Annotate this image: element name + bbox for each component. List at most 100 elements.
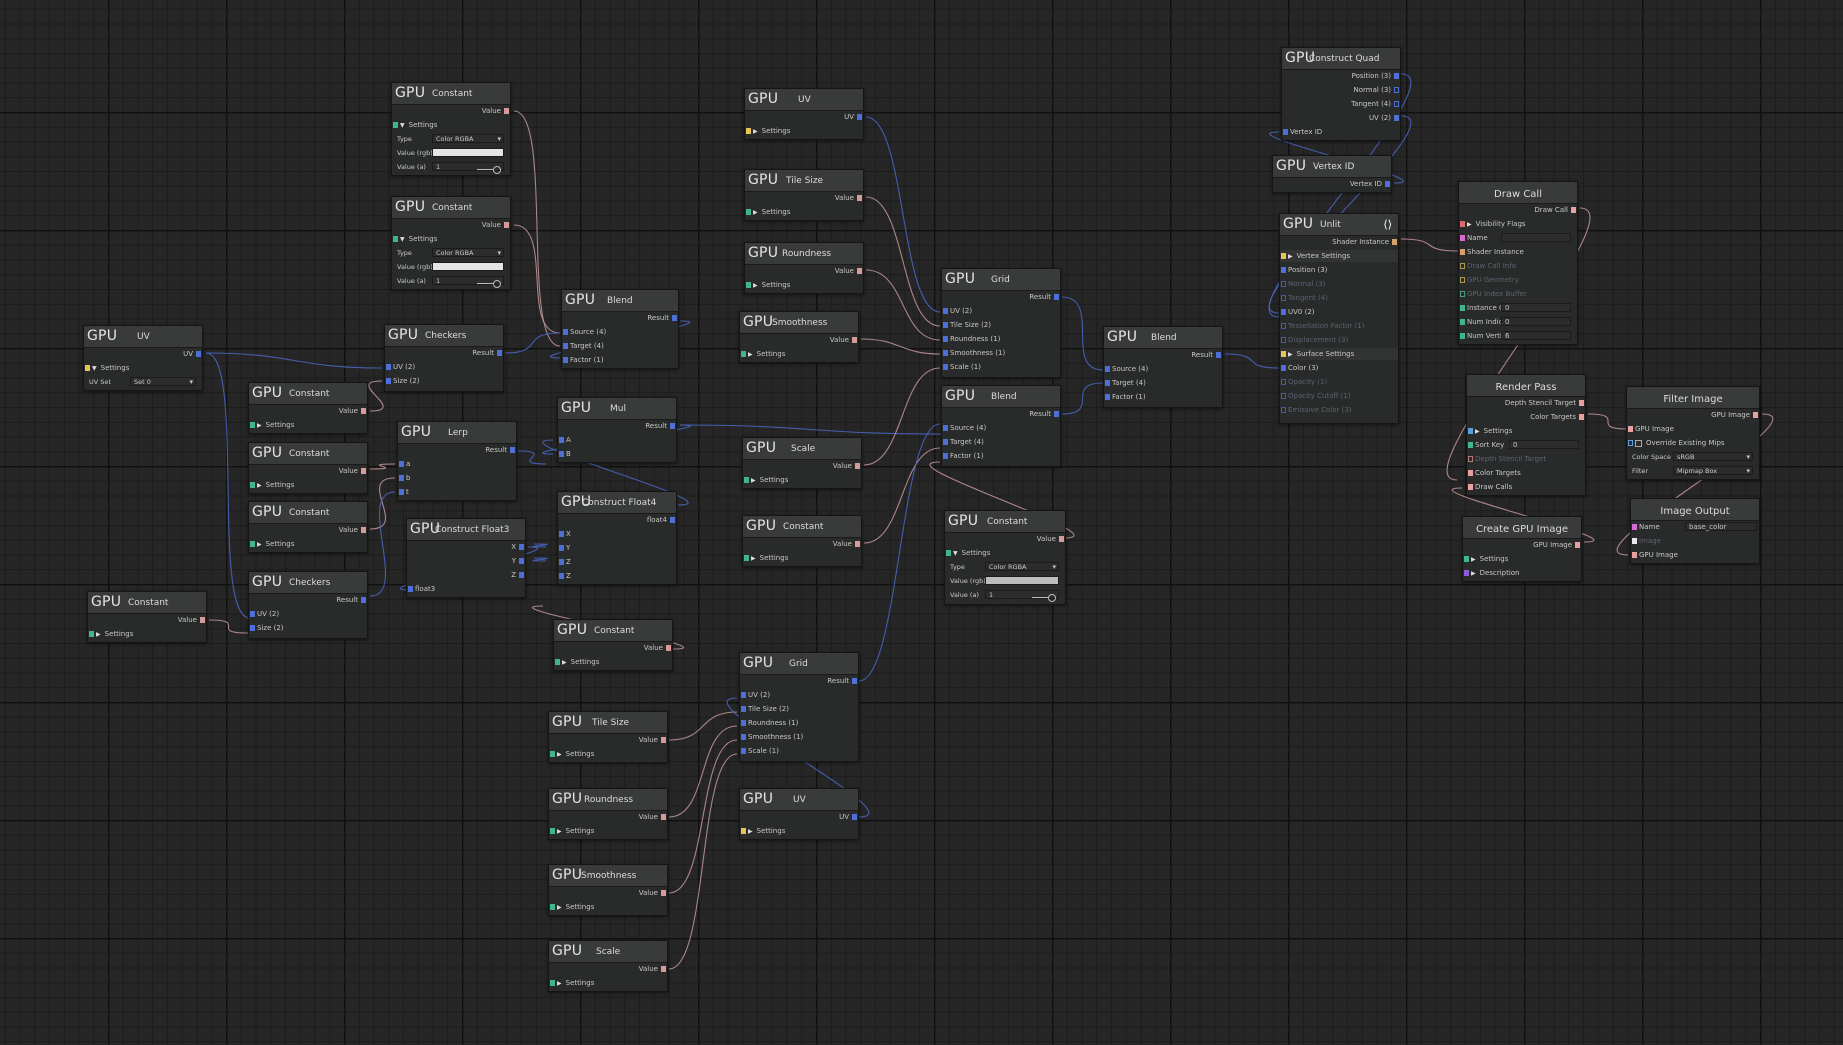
output-port-normal[interactable]: Normal (3) [1282,84,1400,96]
port-icon[interactable] [386,378,391,384]
output-port-value[interactable]: Value [745,265,863,277]
expand-triangle-icon[interactable]: ▶ [96,631,101,638]
port-icon[interactable] [741,734,746,740]
port-icon[interactable] [559,559,564,565]
settings-toggle[interactable]: ▶Settings [740,825,858,837]
shader-code-icon[interactable]: ⟨⟩ [1383,218,1392,231]
port-icon[interactable] [250,541,255,547]
alpha-slider[interactable]: 1 [432,162,504,174]
port-icon[interactable] [672,315,677,321]
connection-wire[interactable] [532,557,548,562]
port-icon[interactable] [519,544,524,550]
input-port-roundness[interactable]: Roundness (1) [942,333,1060,345]
settings-toggle[interactable]: ▼Settings [392,119,510,131]
output-port-value[interactable]: Value [249,465,367,477]
settings-toggle[interactable]: ▶Settings [549,825,667,837]
expand-triangle-icon[interactable]: ▶ [751,555,756,562]
color-swatch[interactable] [432,148,504,157]
output-port-result[interactable]: Result [558,420,676,432]
settings-toggle[interactable]: ▶Settings [1467,425,1585,437]
port-icon[interactable] [670,517,675,523]
expand-triangle-icon[interactable]: ▶ [753,282,758,289]
port-icon[interactable] [1281,281,1286,287]
input-port-target[interactable]: Target (4) [942,436,1060,448]
settings-toggle[interactable]: ▶Settings [740,348,858,360]
expand-triangle-icon[interactable]: ▶ [1467,221,1472,228]
output-port-result[interactable]: Result [249,594,367,606]
port-icon[interactable] [744,477,749,483]
port-icon[interactable] [250,422,255,428]
output-port-result[interactable]: Result [942,291,1060,303]
port-icon[interactable] [1460,319,1465,325]
output-port-value[interactable]: Value [945,533,1065,545]
input-port-smoothness[interactable]: Smoothness (1) [740,731,858,743]
output-port-float4[interactable]: float4 [558,514,676,526]
port-icon[interactable] [1281,407,1286,413]
output-port-result[interactable]: Result [1104,349,1222,361]
port-icon[interactable] [1632,524,1637,530]
settings-toggle[interactable]: ▶Settings [743,552,861,564]
input-port-float3[interactable]: float3 [407,583,525,595]
port-icon[interactable] [1579,414,1584,420]
input-port-a[interactable]: A [558,434,676,446]
output-port-value[interactable]: Value [743,460,861,472]
connection-wire[interactable] [532,543,548,548]
input-port-y[interactable]: Y [558,542,676,554]
port-icon[interactable] [1281,253,1286,259]
node-header[interactable]: Filter Image [1627,387,1759,409]
port-icon[interactable] [1385,181,1390,187]
port-icon[interactable] [943,425,948,431]
output-port-position[interactable]: Position (3) [1282,70,1400,82]
input-port-factor[interactable]: Factor (1) [1104,391,1222,403]
port-icon[interactable] [550,828,555,834]
port-icon[interactable] [661,737,666,743]
output-port-color-targets[interactable]: Color Targets [1467,411,1585,423]
input-port-color-targets[interactable]: Color Targets [1467,467,1585,479]
port-icon[interactable] [1571,207,1576,213]
expand-triangle-icon[interactable]: ▶ [557,828,562,835]
expand-triangle-icon[interactable]: ▶ [557,904,562,911]
port-icon[interactable] [946,550,951,556]
settings-toggle[interactable]: ▶Settings [249,538,367,550]
filter-dropdown[interactable]: Mipmap Box [1673,466,1753,476]
input-port-smoothness[interactable]: Smoothness (1) [942,347,1060,359]
port-icon[interactable] [550,904,555,910]
input-port-tangent[interactable]: Tangent (4) [1280,292,1398,304]
input-port-b[interactable]: b [398,472,516,484]
expand-triangle-icon[interactable]: ▶ [557,751,562,758]
expand-triangle-icon[interactable]: ▶ [562,659,567,666]
port-icon[interactable] [741,706,746,712]
type-dropdown[interactable]: Color RGBA [432,134,504,144]
name-input[interactable]: base_color [1685,522,1757,531]
settings-toggle[interactable]: ▶Settings [549,901,667,913]
port-icon[interactable] [943,322,948,328]
port-icon[interactable] [1281,365,1286,371]
settings-toggle[interactable]: ▶Settings [745,279,863,291]
rgb-field[interactable]: Value (rgb) [392,261,510,273]
input-port-scale[interactable]: Scale (1) [942,361,1060,373]
collapse-triangle-icon[interactable]: ▼ [400,122,405,129]
port-icon[interactable] [661,814,666,820]
input-port-uv0[interactable]: UV0 (2) [1280,306,1398,318]
output-port-uv[interactable]: UV [84,348,202,360]
port-icon[interactable] [1283,129,1288,135]
port-icon[interactable] [1632,538,1637,544]
type-dropdown[interactable]: Color RGBA [985,562,1059,572]
connection-wire[interactable] [668,711,738,741]
port-icon[interactable] [1468,442,1473,448]
